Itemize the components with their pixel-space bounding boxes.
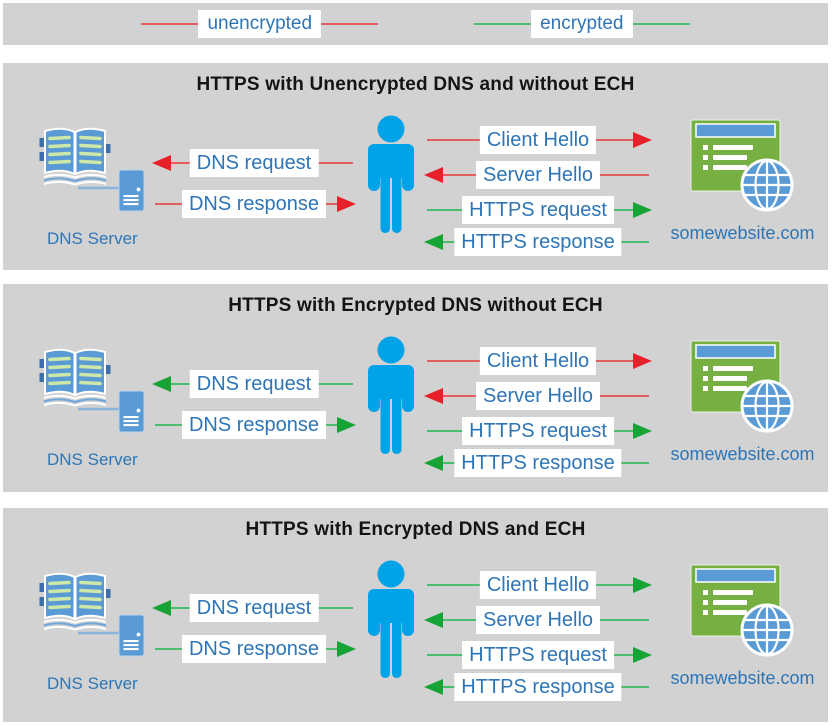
arrowhead-right-icon bbox=[633, 202, 652, 218]
arrow-label: Client Hello bbox=[479, 571, 597, 599]
dns-request-arrow: DNS request bbox=[152, 149, 355, 177]
encrypted-line-icon bbox=[474, 23, 532, 25]
legend-bar: unencrypted encrypted bbox=[3, 3, 828, 45]
person-icon bbox=[361, 115, 421, 233]
server-hello-arrow: Server Hello bbox=[424, 606, 651, 634]
arrow-label: Server Hello bbox=[475, 606, 601, 634]
legend-label-unencrypted: unencrypted bbox=[198, 10, 322, 38]
website-icon bbox=[689, 118, 803, 214]
panel-unencrypted-dns-no-ech: HTTPS with Unencrypted DNS and without E… bbox=[3, 63, 828, 270]
arrowhead-right-icon bbox=[633, 353, 652, 369]
arrow-label: DNS request bbox=[189, 594, 319, 622]
dns-server-label: DNS Server bbox=[47, 229, 138, 248]
arrow-label: Client Hello bbox=[479, 126, 597, 154]
dns-server-icon bbox=[39, 125, 147, 215]
server-hello-arrow: Server Hello bbox=[424, 161, 651, 189]
panel-title: HTTPS with Encrypted DNS without ECH bbox=[228, 295, 603, 316]
client-hello-arrow: Client Hello bbox=[425, 126, 652, 154]
legend-item-unencrypted: unencrypted bbox=[141, 10, 379, 38]
panel-encrypted-dns-and-ech: HTTPS with Encrypted DNS and ECH DNS Ser… bbox=[3, 508, 828, 722]
arrow-label: HTTPS request bbox=[462, 417, 614, 445]
client-hello-arrow: Client Hello bbox=[425, 571, 652, 599]
https-response-arrow: HTTPS response bbox=[424, 228, 651, 256]
legend-label-encrypted: encrypted bbox=[531, 10, 633, 38]
dns-server-icon bbox=[39, 570, 147, 660]
server-hello-arrow: Server Hello bbox=[424, 382, 651, 410]
arrowhead-right-icon bbox=[337, 196, 356, 212]
arrow-label: Server Hello bbox=[475, 161, 601, 189]
https-request-arrow: HTTPS request bbox=[425, 641, 652, 669]
arrowhead-left-icon bbox=[424, 612, 443, 628]
arrowhead-right-icon bbox=[337, 417, 356, 433]
arrow-label: HTTPS response bbox=[454, 673, 622, 701]
arrowhead-left-icon bbox=[424, 388, 443, 404]
dns-request-arrow: DNS request bbox=[152, 370, 355, 398]
website-icon bbox=[689, 563, 803, 659]
arrowhead-right-icon bbox=[633, 132, 652, 148]
arrow-label: Server Hello bbox=[475, 382, 601, 410]
person-icon bbox=[361, 336, 421, 454]
arrowhead-right-icon bbox=[337, 641, 356, 657]
arrow-label: DNS request bbox=[189, 149, 319, 177]
legend-item-encrypted: encrypted bbox=[474, 10, 690, 38]
arrow-label: HTTPS request bbox=[462, 196, 614, 224]
website-label: somewebsite.com bbox=[670, 668, 815, 688]
arrow-label: HTTPS response bbox=[454, 228, 622, 256]
arrowhead-left-icon bbox=[424, 679, 443, 695]
arrow-label: Client Hello bbox=[479, 347, 597, 375]
unencrypted-line-icon bbox=[321, 23, 379, 25]
panel-title: HTTPS with Unencrypted DNS and without E… bbox=[196, 74, 635, 95]
panel-title: HTTPS with Encrypted DNS and ECH bbox=[245, 519, 586, 540]
panel-encrypted-dns-no-ech: HTTPS with Encrypted DNS without ECH DNS… bbox=[3, 284, 828, 492]
arrowhead-left-icon bbox=[152, 155, 171, 171]
dns-server-icon bbox=[39, 346, 147, 436]
website-label: somewebsite.com bbox=[670, 444, 815, 464]
encrypted-line-icon bbox=[632, 23, 690, 25]
arrowhead-left-icon bbox=[152, 600, 171, 616]
dns-response-arrow: DNS response bbox=[153, 190, 356, 218]
arrowhead-right-icon bbox=[633, 647, 652, 663]
https-request-arrow: HTTPS request bbox=[425, 417, 652, 445]
website-icon bbox=[689, 339, 803, 435]
arrow-label: DNS request bbox=[189, 370, 319, 398]
person-icon bbox=[361, 560, 421, 678]
arrowhead-left-icon bbox=[424, 167, 443, 183]
arrowhead-right-icon bbox=[633, 577, 652, 593]
arrow-label: DNS response bbox=[181, 635, 327, 663]
arrow-label: DNS response bbox=[181, 411, 327, 439]
arrow-label: DNS response bbox=[181, 190, 327, 218]
dns-request-arrow: DNS request bbox=[152, 594, 355, 622]
arrow-label: HTTPS request bbox=[462, 641, 614, 669]
dns-response-arrow: DNS response bbox=[153, 635, 356, 663]
website-label: somewebsite.com bbox=[670, 223, 815, 243]
dns-server-label: DNS Server bbox=[47, 674, 138, 693]
dns-response-arrow: DNS response bbox=[153, 411, 356, 439]
https-response-arrow: HTTPS response bbox=[424, 673, 651, 701]
arrowhead-left-icon bbox=[424, 455, 443, 471]
dns-server-label: DNS Server bbox=[47, 450, 138, 469]
arrowhead-left-icon bbox=[424, 234, 443, 250]
arrowhead-left-icon bbox=[152, 376, 171, 392]
client-hello-arrow: Client Hello bbox=[425, 347, 652, 375]
https-request-arrow: HTTPS request bbox=[425, 196, 652, 224]
arrowhead-right-icon bbox=[633, 423, 652, 439]
arrow-label: HTTPS response bbox=[454, 449, 622, 477]
unencrypted-line-icon bbox=[141, 23, 199, 25]
https-response-arrow: HTTPS response bbox=[424, 449, 651, 477]
